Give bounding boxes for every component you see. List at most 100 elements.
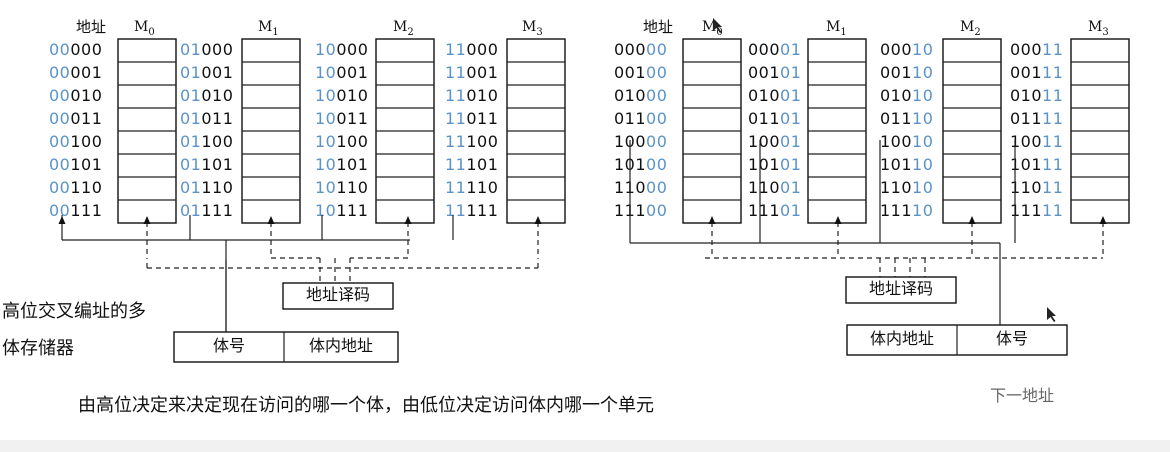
left-address-prefix: 00 (49, 40, 71, 59)
left-address-suffix: 101 (466, 155, 499, 174)
left-address-m1-r5: 01101 (180, 157, 233, 173)
right-address-m3-r3: 01111 (1010, 111, 1063, 127)
right-address-suffix: 00 (646, 155, 668, 174)
left-address-m1-r6: 01110 (180, 180, 233, 196)
left-address-suffix: 111 (466, 201, 499, 220)
right-address-suffix: 11 (1042, 86, 1064, 105)
left-address-suffix: 111 (201, 201, 234, 220)
left-address-suffix: 001 (336, 63, 369, 82)
left-address-prefix: 10 (315, 132, 337, 151)
right-address-m0-r1: 00100 (614, 65, 667, 81)
left-address-m1-r2: 01010 (180, 88, 233, 104)
left-address-prefix: 11 (445, 132, 467, 151)
left-address-m3-r7: 11111 (445, 203, 498, 219)
left-address-suffix: 111 (336, 201, 369, 220)
left-field-low: 体内地址 (308, 336, 373, 355)
left-address-prefix: 10 (315, 201, 337, 220)
right-address-prefix: 001 (748, 63, 781, 82)
left-address-prefix: 10 (315, 155, 337, 174)
right-address-prefix: 010 (614, 86, 647, 105)
left-address-suffix: 100 (466, 132, 499, 151)
left-address-suffix: 000 (336, 40, 369, 59)
left-address-prefix: 10 (315, 63, 337, 82)
right-address-suffix: 10 (912, 155, 934, 174)
footer-bar (0, 440, 1170, 452)
right-address-m2-r3: 01110 (880, 111, 933, 127)
right-address-suffix: 00 (646, 178, 668, 197)
right-address-prefix: 100 (614, 132, 647, 151)
left-address-m0-r6: 00110 (49, 180, 102, 196)
left-address-m3-r4: 11100 (445, 134, 498, 150)
right-module-label-2: M2 (960, 19, 981, 38)
right-address-prefix: 011 (748, 109, 781, 128)
left-address-m2-r7: 10111 (315, 203, 368, 219)
right-address-prefix: 111 (614, 201, 647, 220)
left-address-prefix: 11 (445, 178, 467, 197)
left-address-suffix: 011 (336, 109, 369, 128)
right-address-prefix: 110 (748, 178, 781, 197)
right-address-suffix: 11 (1042, 132, 1064, 151)
right-address-m1-r4: 10001 (748, 134, 801, 150)
left-address-m3-r6: 11110 (445, 180, 498, 196)
right-address-prefix: 100 (1010, 132, 1043, 151)
left-caption-line-1: 高位交叉编址的多 (2, 301, 146, 322)
left-address-prefix: 10 (315, 109, 337, 128)
right-address-prefix: 111 (748, 201, 781, 220)
right-address-m1-r3: 01101 (748, 111, 801, 127)
left-address-prefix: 11 (445, 63, 467, 82)
right-address-suffix: 11 (1042, 201, 1064, 220)
right-address-prefix: 011 (614, 109, 647, 128)
right-address-suffix: 01 (780, 132, 802, 151)
right-address-m3-r1: 00111 (1010, 65, 1063, 81)
left-module-label-3: M3 (522, 19, 543, 38)
watermark-text: 下一地址 (990, 386, 1055, 405)
right-address-prefix: 001 (1010, 63, 1043, 82)
right-address-suffix: 00 (646, 132, 668, 151)
left-address-m2-r5: 10101 (315, 157, 368, 173)
left-address-m3-r3: 11011 (445, 111, 498, 127)
right-address-prefix: 000 (880, 40, 913, 59)
right-address-m0-r5: 10100 (614, 157, 667, 173)
right-address-m2-r6: 11010 (880, 180, 933, 196)
right-address-suffix: 10 (912, 132, 934, 151)
left-address-suffix: 110 (70, 178, 103, 197)
right-address-m0-r0: 00000 (614, 42, 667, 58)
left-module-label-1: M1 (258, 19, 279, 38)
left-address-suffix: 100 (70, 132, 103, 151)
left-address-m0-r7: 00111 (49, 203, 102, 219)
right-address-prefix: 111 (880, 201, 913, 220)
left-address-m1-r3: 01011 (180, 111, 233, 127)
left-address-prefix: 00 (49, 86, 71, 105)
left-address-m2-r4: 10100 (315, 134, 368, 150)
left-address-m0-r2: 00010 (49, 88, 102, 104)
right-address-suffix: 00 (646, 201, 668, 220)
right-address-m2-r7: 11110 (880, 203, 933, 219)
right-address-suffix: 10 (912, 109, 934, 128)
right-address-m1-r2: 01001 (748, 88, 801, 104)
left-address-m1-r1: 01001 (180, 65, 233, 81)
right-address-prefix: 100 (748, 132, 781, 151)
left-address-prefix: 11 (445, 40, 467, 59)
right-address-suffix: 01 (780, 86, 802, 105)
right-address-suffix: 10 (912, 86, 934, 105)
left-address-prefix: 00 (49, 63, 71, 82)
left-address-suffix: 101 (201, 155, 234, 174)
right-address-suffix: 11 (1042, 63, 1064, 82)
left-address-m2-r2: 10010 (315, 88, 368, 104)
left-address-m1-r7: 01111 (180, 203, 233, 219)
right-address-prefix: 000 (1010, 40, 1043, 59)
right-address-prefix: 101 (614, 155, 647, 174)
right-address-prefix: 101 (880, 155, 913, 174)
right-module-label-0: M0 (702, 19, 723, 38)
right-module-label-3: M3 (1088, 19, 1109, 38)
right-address-m1-r1: 00101 (748, 65, 801, 81)
right-address-header: 地址 (643, 18, 674, 36)
left-address-prefix: 10 (315, 86, 337, 105)
left-address-prefix: 11 (445, 109, 467, 128)
right-address-m2-r5: 10110 (880, 157, 933, 173)
right-address-prefix: 100 (880, 132, 913, 151)
left-address-prefix: 01 (180, 178, 202, 197)
left-address-m2-r1: 10001 (315, 65, 368, 81)
left-address-prefix: 10 (315, 178, 337, 197)
left-address-prefix: 01 (180, 40, 202, 59)
